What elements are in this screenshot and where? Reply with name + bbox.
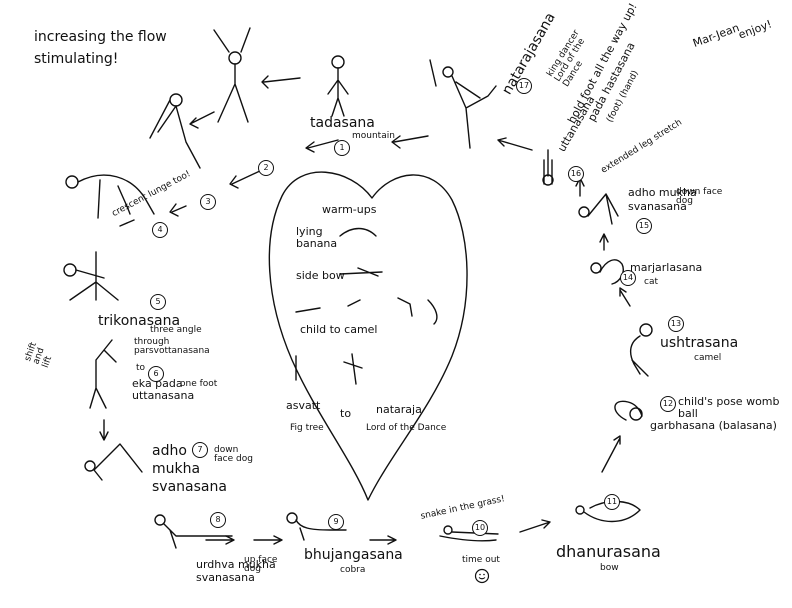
pose-name-13: ushtrasana	[660, 335, 739, 351]
pose-name-11: dhanurasana	[556, 542, 661, 561]
pose-name-12: garbhasana (balasana)	[650, 419, 777, 432]
stick-figure-trikonasana	[63, 251, 119, 301]
pose-number-6: 6	[148, 366, 164, 382]
stick-figure-snake	[439, 525, 499, 542]
stick-figure-cobra	[286, 512, 347, 541]
pose-meaning-7: down face dog	[214, 445, 253, 465]
pose-number-16: 16	[568, 166, 584, 182]
heart-sketches	[295, 227, 438, 385]
stick-figure-crescent-lunge	[65, 174, 155, 219]
pose-meaning-11: bow	[600, 563, 619, 573]
heart-item-to: to	[340, 407, 352, 420]
pose-name-7: adho mukha svanasana	[152, 443, 227, 496]
note-through: through parsvottanasana	[134, 337, 210, 357]
pose-number-17: 17	[516, 78, 532, 94]
pose-name-5: trikonasana	[98, 313, 181, 329]
heart-item-nataraja: nataraja	[376, 403, 422, 416]
pose-meaning-9: cobra	[340, 565, 366, 575]
pose-number-2: 2	[258, 160, 274, 176]
pose-meaning-5: three angle	[150, 325, 202, 335]
pose-number-15: 15	[636, 218, 652, 234]
pose-number-10: 10	[472, 520, 488, 536]
pose-name-1: tadasana	[310, 115, 375, 131]
pose-number-7: 7	[192, 442, 208, 458]
pose-number-14: 14	[620, 270, 636, 286]
heart-item-side-bow: side bow	[296, 269, 345, 282]
heart-title: warm-ups	[322, 203, 377, 216]
pose-number-13: 13	[668, 316, 684, 332]
note-to: to	[136, 363, 146, 373]
pose-meaning-13: camel	[694, 353, 722, 363]
stick-figure-up-dog	[154, 514, 233, 549]
flow-arrows	[99, 59, 631, 545]
stick-figure-down-dog	[84, 443, 143, 481]
pose-name-6: eka pada uttanasana	[132, 377, 195, 402]
stick-figure-cat	[590, 259, 624, 285]
pose-meaning-6: one foot	[180, 379, 218, 389]
pose-number-3: 3	[200, 194, 216, 210]
stick-figure-eka-pada	[89, 339, 117, 409]
pose-number-8: 8	[210, 512, 226, 528]
pose-number-11: 11	[604, 494, 620, 510]
stick-figure-uttanasana	[542, 149, 554, 186]
pose-meaning-1: mountain	[352, 131, 395, 141]
stick-figure-childs-pose	[614, 400, 643, 421]
heart-item-lord-of-dance: Lord of the Dance	[366, 423, 447, 433]
note-time-out: time out	[462, 555, 500, 565]
stick-figure-pose-2	[213, 27, 251, 123]
pose-name-8: urdhva mukha svanasana	[196, 558, 276, 585]
pose-number-4: 4	[152, 222, 168, 238]
stick-figure-pose-3	[149, 93, 201, 169]
smiley-face-icon	[474, 568, 490, 584]
heart-item-child-to-camel: child to camel	[300, 323, 378, 336]
heart-item-asvatt: asvatt	[286, 399, 321, 412]
pose-number-5: 5	[150, 294, 166, 310]
stick-figure-tadasana	[327, 55, 349, 117]
heart-item-lying-banana: lying banana	[296, 225, 338, 250]
pose-number-1: 1	[334, 140, 350, 156]
header-line-1: increasing the flow	[34, 29, 167, 45]
stick-figure-camel	[629, 323, 653, 377]
pose-name-15: adho mukha svanasana	[628, 186, 697, 213]
pose-meaning-8: up face dog	[244, 555, 278, 575]
pose-meaning-14: cat	[644, 277, 658, 287]
heart-item-fig-tree: Fig tree	[290, 423, 324, 433]
heart-outline	[268, 171, 468, 501]
stick-figure-down-dog-2	[578, 193, 619, 225]
stick-figure-natarajasana	[442, 66, 497, 149]
pose-number-9: 9	[328, 514, 344, 530]
pose-name-14: marjarlasana	[630, 261, 703, 274]
pose-name-9: bhujangasana	[304, 547, 403, 563]
pose-meaning-15: down face dog	[676, 187, 723, 207]
pose-number-12: 12	[660, 396, 676, 412]
header-line-2: stimulating!	[34, 51, 119, 67]
pose-meaning-12: child's pose womb ball	[678, 395, 780, 420]
